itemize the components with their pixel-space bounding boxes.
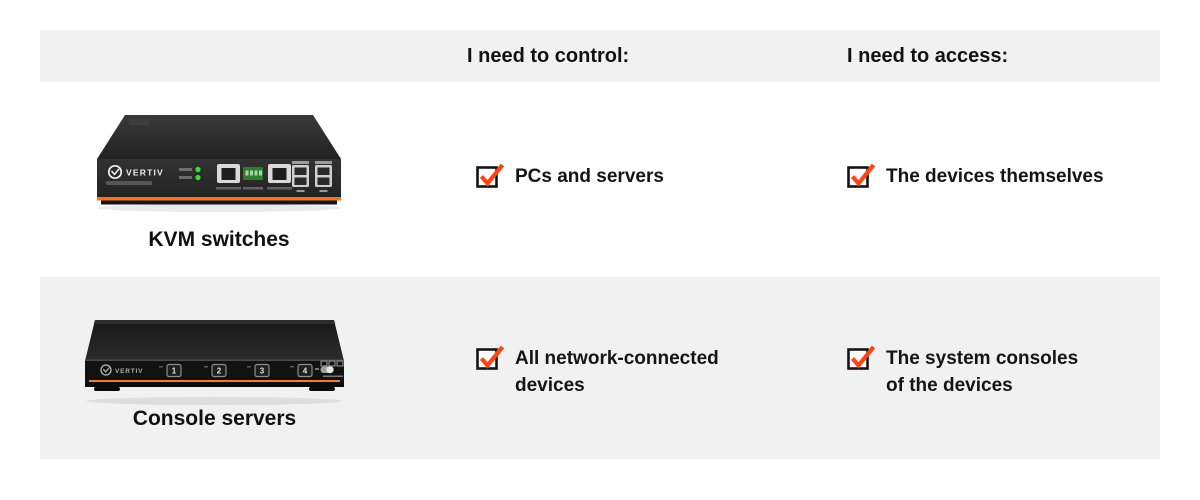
header-control-column: I need to control:: [467, 44, 630, 67]
svg-text:4: 4: [303, 367, 308, 376]
device-foot: [94, 387, 120, 391]
vertiv-logo-icon: [107, 164, 123, 180]
header-access-column: I need to access:: [847, 44, 1009, 67]
port-button-1[interactable]: 1: [159, 363, 182, 378]
kvm-access-text: The devices themselves: [886, 166, 1104, 187]
kvm-control-item: PCs and servers: [476, 163, 664, 190]
port-button-4[interactable]: 4: [290, 363, 313, 378]
checked-checkbox-icon[interactable]: [847, 163, 875, 188]
device-base: [85, 383, 344, 387]
kvm-switches-label: KVM switches: [148, 228, 290, 251]
checked-checkbox-icon[interactable]: [476, 345, 504, 370]
port-button-3[interactable]: 3: [247, 363, 270, 378]
device-shadow: [86, 397, 342, 405]
usb-port-stack: [292, 161, 309, 192]
console-server-image: VERTIV 1 2 3 4: [85, 320, 344, 405]
kvm-access-item: The devices themselves: [847, 163, 1104, 190]
status-leds: [179, 166, 201, 181]
toggle-switch-icon: [315, 366, 334, 374]
rj45-port: [267, 164, 292, 190]
kvm-switch-image: VERTIV: [97, 115, 341, 212]
brand-text: VERTIV: [126, 168, 164, 178]
console-control-item: All network-connected devices: [476, 345, 750, 399]
console-control-text: All network-connected devices: [515, 348, 719, 396]
port-button-2[interactable]: 2: [204, 363, 227, 378]
rj45-port: [216, 164, 241, 190]
svg-text:2: 2: [217, 367, 222, 376]
terminal-block-port: [243, 167, 263, 190]
device-foot: [309, 387, 335, 391]
console-access-item: The system consoles of the devices: [847, 345, 1091, 399]
console-servers-label: Console servers: [132, 407, 297, 430]
orange-line: [89, 380, 340, 382]
checked-checkbox-icon[interactable]: [847, 345, 875, 370]
lid-highlight: [93, 320, 336, 324]
vertiv-logo-icon: [100, 364, 112, 376]
brand-text: VERTIV: [115, 368, 143, 375]
device-lid: [85, 320, 344, 361]
lid-tab: [129, 119, 149, 125]
device-shadow: [97, 204, 341, 212]
panel-edge-highlight: [85, 359, 344, 361]
device-base: [101, 200, 337, 205]
checked-checkbox-icon[interactable]: [476, 163, 504, 188]
svg-text:1: 1: [172, 367, 177, 376]
orange-stripe: [97, 197, 341, 201]
console-access-text: The system consoles of the devices: [886, 348, 1079, 396]
kvm-control-text: PCs and servers: [515, 166, 664, 187]
panel-indicator-icons: [320, 360, 344, 377]
table-header-band: I need to control: I need to access:: [40, 30, 1160, 82]
usb-port-stack: [315, 161, 332, 192]
device-lid: [97, 115, 341, 159]
model-text-placeholder: [106, 181, 152, 185]
svg-text:3: 3: [260, 367, 265, 376]
